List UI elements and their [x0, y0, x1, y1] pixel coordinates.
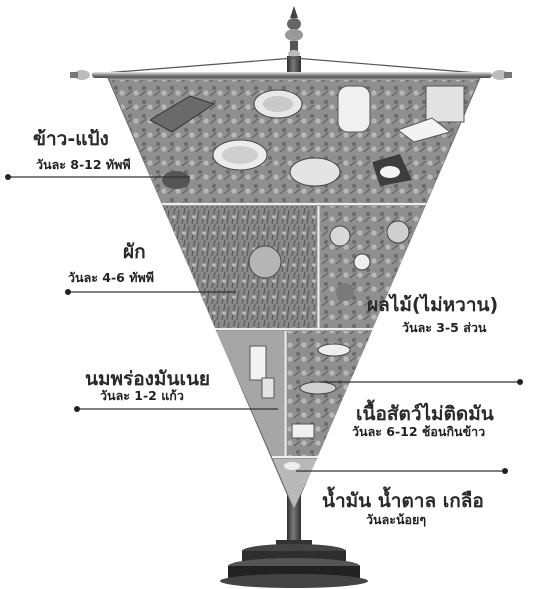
pedestal-base-icon	[220, 540, 368, 588]
fruit-serving: วันละ 3-5 ส่วน	[402, 318, 486, 338]
grains-serving: วันละ 8-12 ทัพพี	[36, 155, 131, 175]
finial-icon	[285, 6, 303, 58]
fruit-label: ผลไม้(ไม่หวาน)	[367, 290, 498, 320]
fat-serving: วันละน้อยๆ	[366, 510, 426, 530]
vegetable-serving: วันละ 4-6 ทัพพี	[68, 268, 154, 288]
grains-label: ข้าว-แป้ง	[33, 124, 109, 154]
meat-serving: วันละ 6-12 ช้อนกินข้าว	[352, 422, 485, 442]
vegetable-label: ผัก	[123, 237, 146, 267]
vegetable-section	[163, 206, 317, 328]
milk-serving: วันละ 1-2 แก้ว	[100, 386, 184, 406]
